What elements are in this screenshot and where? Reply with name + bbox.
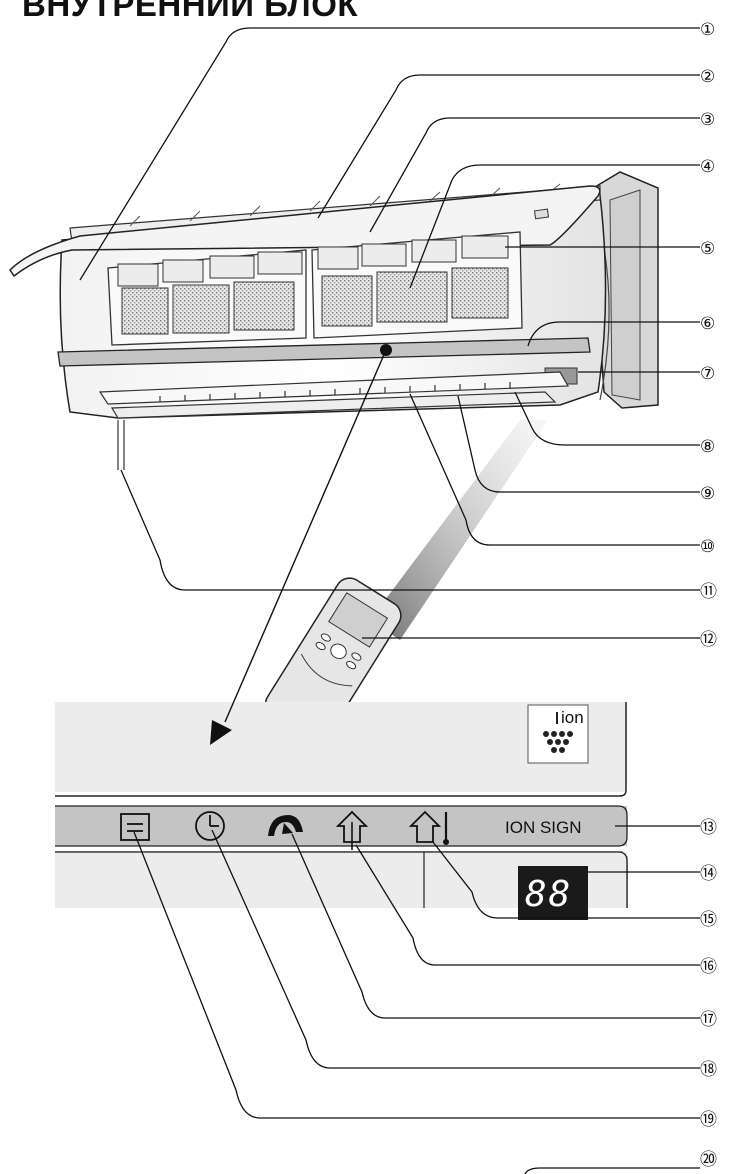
callout-13: ⑬ bbox=[700, 818, 717, 838]
callout-17: ⑰ bbox=[700, 1010, 717, 1030]
remote-control bbox=[264, 577, 402, 743]
callout-6: ⑥ bbox=[700, 314, 715, 334]
vertical-air-flow-louver bbox=[98, 371, 570, 405]
callout-15: ⑮ bbox=[700, 910, 717, 930]
callout-numbers: ① ② ③ ④ ⑤ ⑥ ⑦ ⑧ ⑨ ⑩ ⑪ ⑫ ⑬ ⑭ ⑮ ⑯ ⑰ ⑱ ⑲ ⑳ bbox=[700, 20, 717, 1170]
drain-hose bbox=[117, 420, 125, 470]
panel-sensor-window bbox=[533, 208, 550, 220]
ion-mode-icon bbox=[335, 810, 369, 850]
horizontal-air-flow-louver bbox=[110, 391, 557, 419]
page-title: ВНУТРЕННИЙ БЛОК bbox=[22, 0, 359, 23]
callout-3: ③ bbox=[700, 110, 715, 130]
callout-7: ⑦ bbox=[700, 364, 715, 384]
detail-pointer-arrow bbox=[210, 349, 387, 745]
segment-display bbox=[518, 866, 588, 920]
ion-sign-label: ION SIGN bbox=[505, 818, 582, 837]
callout-10: ⑩ bbox=[700, 537, 715, 557]
home-temp-icon bbox=[408, 810, 449, 845]
timer-icon bbox=[195, 811, 225, 841]
display-panel-detail: ion bbox=[55, 702, 628, 920]
open-front-panel bbox=[9, 185, 601, 278]
callout-8: ⑧ bbox=[700, 437, 715, 457]
callout-14: ⑭ bbox=[700, 864, 717, 884]
callout-4: ④ bbox=[700, 157, 715, 177]
ion-logo-text: ion bbox=[561, 708, 584, 727]
operation-icon bbox=[268, 815, 303, 836]
filter-icon bbox=[120, 813, 150, 841]
ion-logo: ion bbox=[527, 704, 589, 764]
callout-5: ⑤ bbox=[700, 239, 715, 259]
callout-12: ⑫ bbox=[700, 630, 717, 650]
display-strip bbox=[57, 337, 591, 367]
callout-18: ⑱ bbox=[700, 1060, 717, 1080]
segment-display-value: 88 bbox=[525, 874, 572, 915]
callout-11: ⑪ bbox=[700, 582, 717, 602]
indoor-unit bbox=[9, 171, 659, 470]
callout-9: ⑨ bbox=[700, 484, 715, 504]
infrared-beam bbox=[370, 420, 548, 640]
callout-1: ① bbox=[700, 20, 715, 40]
callout-2: ② bbox=[700, 67, 715, 87]
callout-16: ⑯ bbox=[700, 957, 717, 977]
callout-20: ⑳ bbox=[700, 1150, 717, 1170]
callout-19: ⑲ bbox=[700, 1110, 717, 1130]
air-purifying-filters bbox=[121, 267, 509, 335]
leader-lines bbox=[79, 27, 700, 1174]
